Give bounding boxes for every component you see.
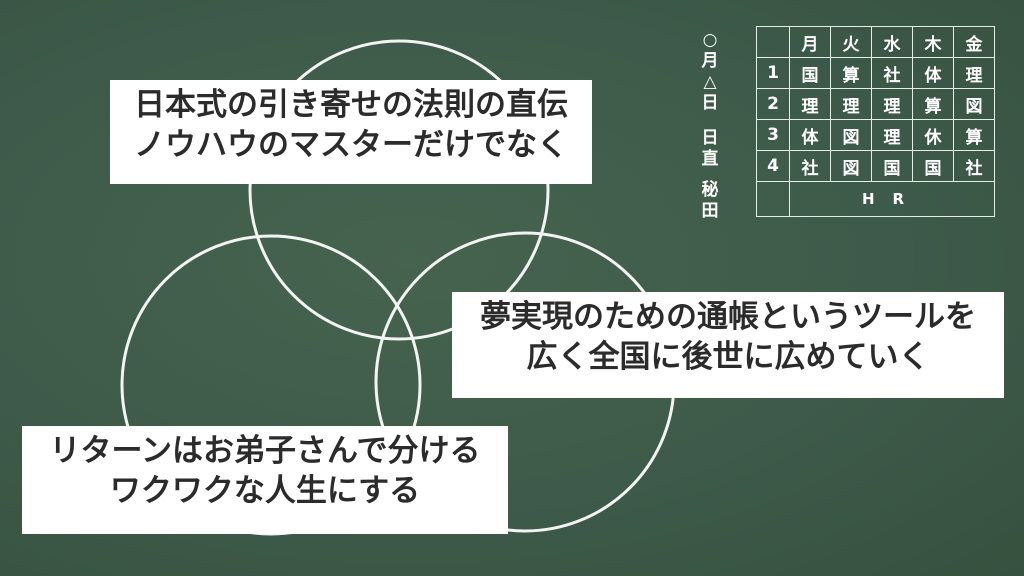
timetable-cell: 国 — [912, 150, 954, 182]
timetable-hr-blank — [756, 181, 790, 217]
caption-top: 日本式の引き寄せの法則の直伝 ノウハウのマスターだけでなく — [110, 80, 592, 184]
timetable-row: 3 体 図 理 休 算 — [756, 119, 995, 151]
timetable-cell: 休 — [912, 119, 954, 151]
timetable-cell: 算 — [912, 88, 954, 120]
timetable-header-row: 月 火 水 木 金 — [756, 26, 995, 58]
caption-right: 夢実現のための通帳というツールを 広く全国に後世に広めていく — [452, 292, 1004, 398]
date-line: ○ 月 △ 日 — [692, 30, 728, 114]
timetable-cell: 図 — [830, 150, 872, 182]
timetable-row: 1 国 算 社 体 理 — [756, 57, 995, 89]
timetable-row: 2 理 理 理 算 図 — [756, 88, 995, 120]
caption-bottom-line-1: リターンはお弟子さんで分ける — [49, 433, 481, 469]
timetable-cell: 算 — [953, 119, 995, 151]
caption-right-line-2: 広く全国に後世に広めていく — [526, 339, 930, 375]
timetable-cell: 理 — [953, 57, 995, 89]
timetable-cell: 国 — [789, 57, 831, 89]
timetable-period: 4 — [756, 150, 790, 182]
timetable-cell: 理 — [871, 119, 913, 151]
timetable-cell: 理 — [830, 88, 872, 120]
caption-right-line-1: 夢実現のための通帳というツールを — [480, 299, 976, 335]
timetable-row: 4 社 図 国 国 社 — [756, 150, 995, 182]
caption-bottom-line-2: ワクワクな人生にする — [109, 473, 421, 509]
timetable-period: 2 — [756, 88, 790, 120]
timetable-day: 金 — [953, 26, 995, 58]
date-month-blank: ○ — [702, 30, 718, 50]
timetable-day: 木 — [912, 26, 954, 58]
timetable-cell: 社 — [789, 150, 831, 182]
date-day-label: 日 — [701, 93, 719, 113]
timetable-corner — [756, 26, 790, 58]
venn-circle-left — [120, 234, 422, 536]
caption-bottom: リターンはお弟子さんで分ける ワクワクな人生にする — [22, 426, 508, 534]
timetable-hr-row: HR — [756, 181, 995, 217]
caption-top-line-2: ノウハウのマスターだけでなく — [134, 127, 568, 163]
timetable-cell: 体 — [912, 57, 954, 89]
timetable-day: 火 — [830, 26, 872, 58]
timetable-cell: 社 — [871, 57, 913, 89]
timetable-cell: 算 — [830, 57, 872, 89]
timetable: 月 火 水 木 金 1 国 算 社 体 理 2 理 理 理 算 図 3 体 図 … — [756, 26, 995, 217]
caption-top-line-1: 日本式の引き寄せの法則の直伝 — [134, 87, 568, 123]
timetable-hr-cell: HR — [789, 181, 995, 217]
date-month-label: 月 — [701, 51, 719, 71]
timetable-period: 1 — [756, 57, 790, 89]
venn-circle-top — [248, 39, 550, 341]
timetable-cell: 国 — [871, 150, 913, 182]
timetable-cell: 理 — [789, 88, 831, 120]
timetable-cell: 社 — [953, 150, 995, 182]
timetable-cell: 理 — [871, 88, 913, 120]
duty-names: 秘 田 — [701, 180, 719, 221]
timetable-cell: 体 — [789, 119, 831, 151]
duty-label: 日 直 — [701, 128, 719, 169]
timetable-day: 水 — [871, 26, 913, 58]
timetable-cell: 図 — [830, 119, 872, 151]
timetable-period: 3 — [756, 119, 790, 151]
date-day-blank: △ — [703, 72, 717, 92]
timetable-day: 月 — [789, 26, 831, 58]
timetable-cell: 図 — [953, 88, 995, 120]
